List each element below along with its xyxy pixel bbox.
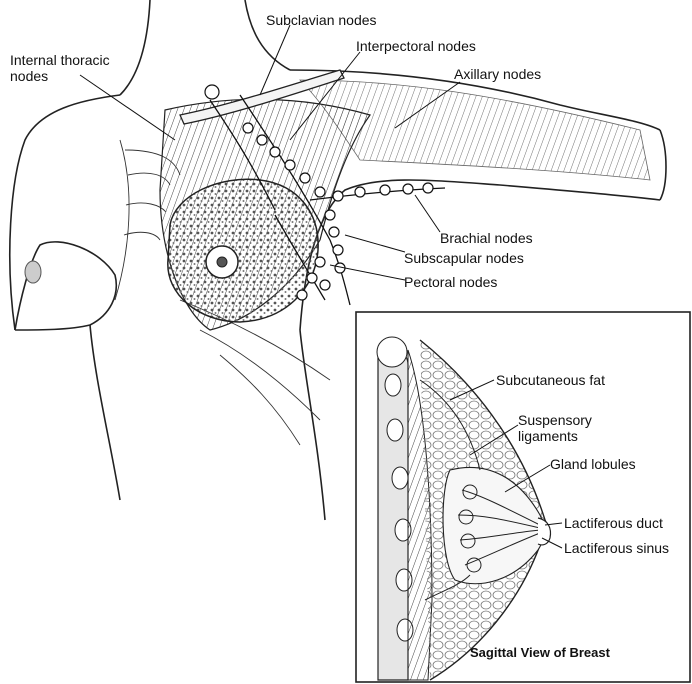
left-nipple xyxy=(25,261,41,283)
label-subcutaneous-fat: Subcutaneous fat xyxy=(496,372,605,388)
left-breast xyxy=(15,242,116,330)
label-internal-thoracic-line2: nodes xyxy=(10,68,110,84)
label-interpectoral-nodes: Interpectoral nodes xyxy=(356,38,476,54)
label-axillary-nodes: Axillary nodes xyxy=(454,66,541,82)
nipple xyxy=(217,257,227,267)
label-subscapular-nodes: Subscapular nodes xyxy=(404,250,524,266)
label-lactiferous-duct: Lactiferous duct xyxy=(564,515,663,531)
label-gland-lobules: Gland lobules xyxy=(550,456,636,472)
label-lactiferous-sinus: Lactiferous sinus xyxy=(564,540,669,556)
neck-right xyxy=(245,0,290,70)
right-flank xyxy=(300,330,325,520)
label-internal-thoracic-nodes: Internal thoracic nodes xyxy=(10,52,110,84)
arm-muscle xyxy=(300,80,650,180)
label-brachial-nodes: Brachial nodes xyxy=(440,230,533,246)
left-shoulder xyxy=(10,95,120,330)
label-subclavian-nodes: Subclavian nodes xyxy=(266,12,377,28)
inset-title: Sagittal View of Breast xyxy=(470,645,610,661)
neck-outline xyxy=(120,0,150,95)
label-suspensory-ligaments: Suspensory ligaments xyxy=(518,412,592,444)
arm-end xyxy=(660,130,666,200)
label-suspensory-line1: Suspensory xyxy=(518,412,592,428)
label-internal-thoracic-line1: Internal thoracic xyxy=(10,52,110,68)
label-pectoral-nodes: Pectoral nodes xyxy=(404,274,497,290)
label-suspensory-line2: ligaments xyxy=(518,428,592,444)
left-flank xyxy=(90,325,120,500)
